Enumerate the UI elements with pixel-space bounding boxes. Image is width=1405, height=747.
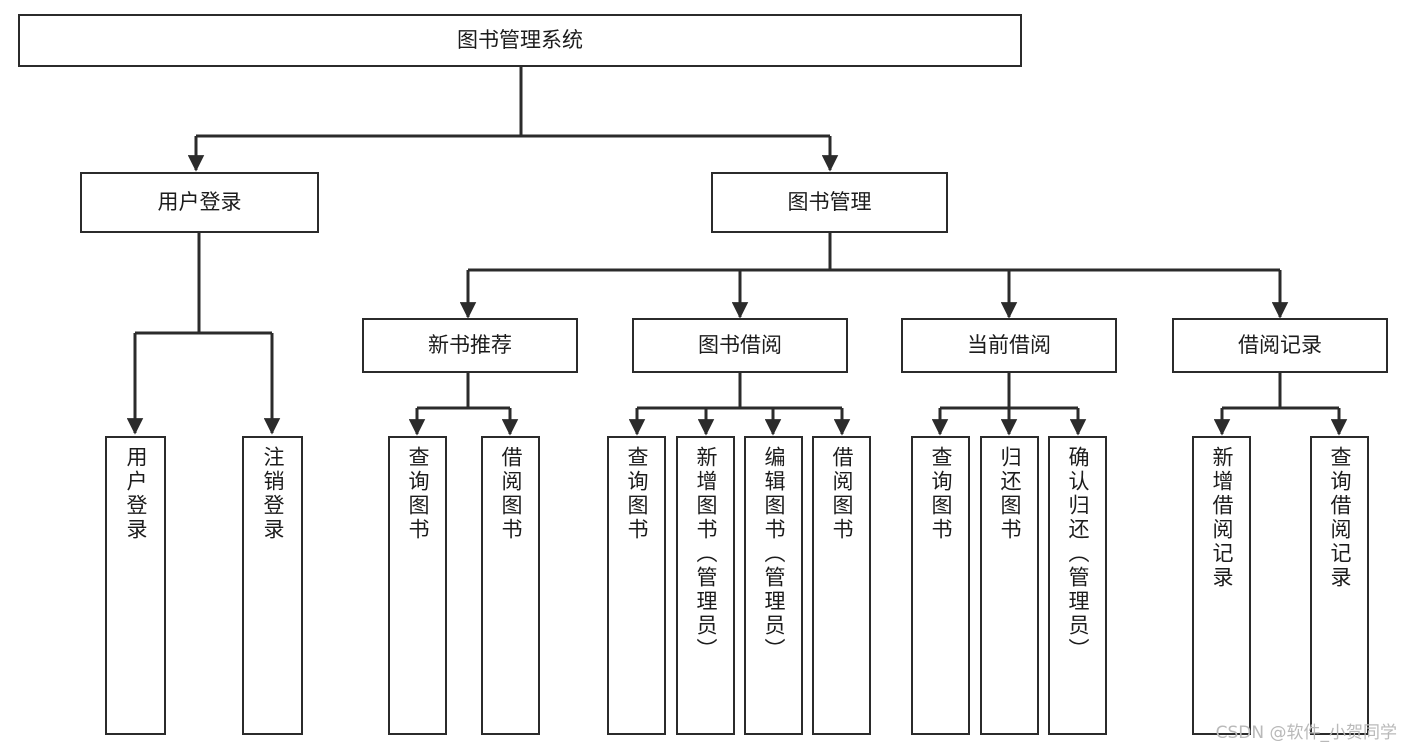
node-label: 用户登录	[124, 446, 148, 542]
node-root-system[interactable]: 图书管理系统	[18, 14, 1022, 67]
node-new-book-recommend[interactable]: 新书推荐	[362, 318, 578, 373]
node-user-login[interactable]: 用户登录	[80, 172, 319, 233]
leaf-borrow-record-query[interactable]: 查询借阅记录	[1310, 436, 1369, 735]
node-label: 查询图书	[406, 446, 430, 542]
leaf-new-book-borrow[interactable]: 借阅图书	[481, 436, 540, 735]
node-current-borrow[interactable]: 当前借阅	[901, 318, 1117, 373]
node-label: 归还图书	[998, 446, 1022, 542]
leaf-current-borrow-return[interactable]: 归还图书	[980, 436, 1039, 735]
node-label: 查询图书	[625, 446, 649, 542]
leaf-book-borrow-add[interactable]: 新增图书（管理员）	[676, 436, 735, 735]
node-book-management[interactable]: 图书管理	[711, 172, 948, 233]
node-label: 借阅图书	[830, 446, 854, 542]
node-label: 确认归还（管理员）	[1066, 446, 1090, 662]
leaf-book-borrow-edit[interactable]: 编辑图书（管理员）	[744, 436, 803, 735]
leaf-user-login-login[interactable]: 用户登录	[105, 436, 166, 735]
node-label: 当前借阅	[967, 332, 1051, 357]
node-label: 编辑图书（管理员）	[762, 446, 786, 662]
node-label: 新增图书（管理员）	[694, 446, 718, 662]
leaf-current-borrow-confirm-return[interactable]: 确认归还（管理员）	[1048, 436, 1107, 735]
leaf-book-borrow-borrow[interactable]: 借阅图书	[812, 436, 871, 735]
leaf-borrow-record-add[interactable]: 新增借阅记录	[1192, 436, 1251, 735]
node-label: 借阅记录	[1238, 332, 1322, 357]
node-label: 借阅图书	[499, 446, 523, 542]
node-label: 用户登录	[157, 189, 242, 214]
watermark-text: CSDN @软件_小贺同学	[1215, 723, 1397, 743]
leaf-user-login-logout[interactable]: 注销登录	[242, 436, 303, 735]
node-label: 查询借阅记录	[1328, 446, 1352, 590]
node-label: 图书借阅	[698, 332, 782, 357]
node-book-borrow[interactable]: 图书借阅	[632, 318, 848, 373]
node-label: 新增借阅记录	[1210, 446, 1234, 590]
node-label: 查询图书	[929, 446, 953, 542]
leaf-current-borrow-query[interactable]: 查询图书	[911, 436, 970, 735]
leaf-book-borrow-query[interactable]: 查询图书	[607, 436, 666, 735]
node-borrow-record[interactable]: 借阅记录	[1172, 318, 1388, 373]
leaf-new-book-query[interactable]: 查询图书	[388, 436, 447, 735]
node-label: 图书管理	[787, 189, 872, 214]
node-label: 图书管理系统	[457, 27, 583, 52]
node-label: 注销登录	[261, 446, 285, 542]
node-label: 新书推荐	[428, 332, 512, 357]
